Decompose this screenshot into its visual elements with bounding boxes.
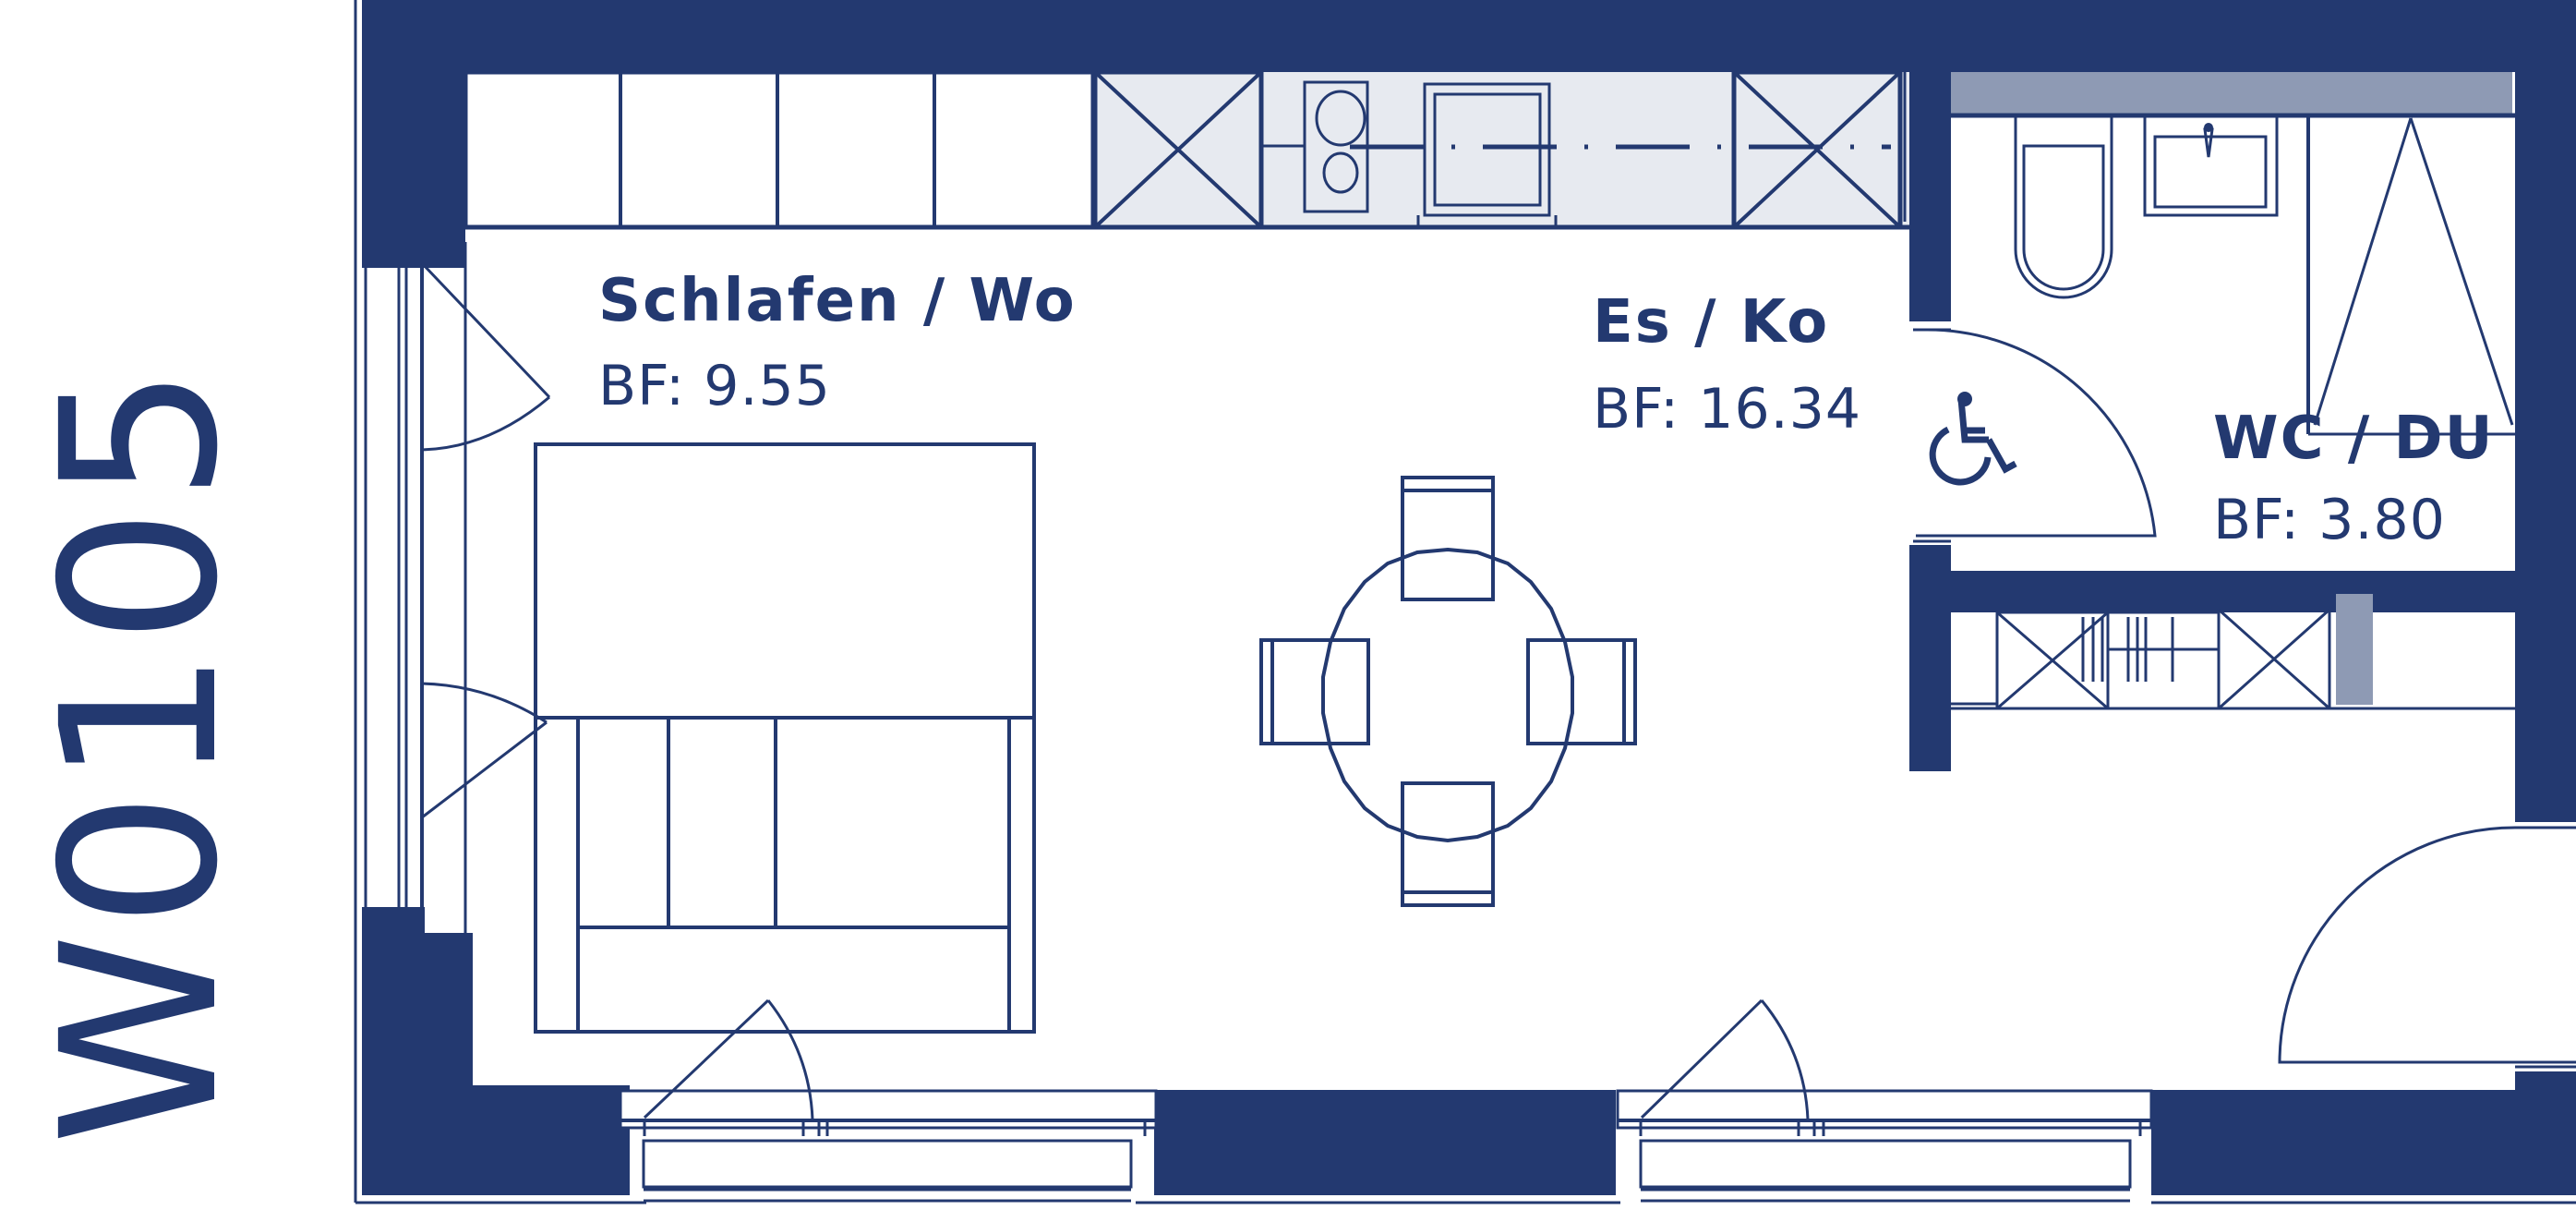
- window-left: [364, 240, 467, 933]
- bath-door: [1913, 328, 2157, 543]
- door-swing-left-upper: [420, 261, 551, 452]
- chair-left: [1259, 638, 1370, 745]
- wardrobe: [463, 69, 1096, 230]
- kitchen-counter: [1092, 69, 1909, 230]
- toilet-icon: [2014, 115, 2113, 299]
- room-name: Es / Ko: [1593, 288, 1829, 357]
- sink-icon: [1416, 82, 1558, 227]
- unit-id-label: W0105: [16, 360, 265, 1145]
- unit-id-text: W0105: [16, 360, 265, 1145]
- chair-bottom: [1401, 781, 1495, 907]
- room-name: Schlafen / Wo: [598, 267, 1077, 335]
- room-label-schlafen: Schlafen / Wo BF: 9.55: [598, 267, 1077, 418]
- walls: [362, 0, 2576, 1195]
- chair-right: [1526, 638, 1637, 745]
- room-area: BF: 16.34: [1593, 377, 1861, 442]
- bath-installation-strip: [1951, 72, 2512, 114]
- bed: [534, 442, 1036, 1034]
- room-area: BF: 3.80: [2213, 488, 2446, 552]
- outer-frame: [354, 0, 2576, 1204]
- door-swing-left-lower: [421, 682, 548, 819]
- storage-unit: [1951, 594, 2515, 710]
- entrance-door: [2278, 826, 2576, 1069]
- room-label-bad: WC / DU BF: 3.80: [2213, 405, 2495, 552]
- window-bottom-left: [619, 998, 1158, 1203]
- room-area: BF: 9.55: [598, 354, 831, 418]
- wheelchair-icon: [1929, 392, 2017, 486]
- chair-top: [1401, 476, 1495, 601]
- room-name: WC / DU: [2213, 405, 2495, 473]
- dining-table: [1259, 476, 1637, 907]
- room-label-essen: Es / Ko BF: 16.34: [1593, 288, 1861, 442]
- shower-icon: [2306, 115, 2515, 436]
- washbasin-icon: [2143, 114, 2279, 217]
- window-bottom-right: [1616, 998, 2153, 1203]
